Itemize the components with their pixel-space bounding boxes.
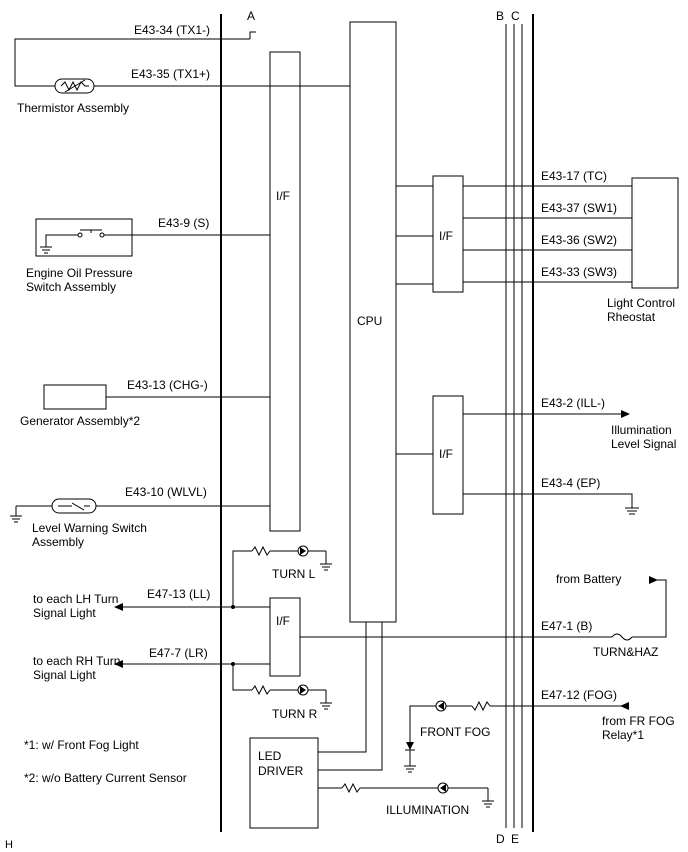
oil-pressure-label-2: Switch Assembly [26,280,116,294]
fog-relay-label-2: Relay*1 [602,728,644,742]
illum-signal-label-2: Level Signal [611,437,676,451]
pin-tx1-minus: E43-34 (TX1-) [134,23,210,37]
bus-label-a: A [247,9,255,23]
illum-signal-label-1: Illumination [611,423,672,437]
pin-ep: E43-4 (EP) [541,476,600,490]
rheostat-lines [463,185,632,283]
if-main-block [269,51,301,532]
oil-pressure-switch-icon [35,218,133,257]
from-battery-label: from Battery [556,572,621,586]
rh-turn-label-2: Signal Light [33,668,96,682]
cpu-rheostat-links [396,185,433,285]
rh-turn-label-1: to each RH Turn [33,654,120,668]
turn-signal-lines [114,603,270,668]
cpu-label: CPU [357,314,382,328]
generator-label: Generator Assembly*2 [20,414,140,428]
led-driver-label-1: LED [258,749,282,763]
pin-sw1: E43-37 (SW1) [541,201,617,215]
note-2: *2: w/o Battery Current Sensor [24,771,187,785]
pin-ill: E43-2 (ILL-) [541,396,605,410]
pin-tc: E43-17 (TC) [541,169,607,183]
level-warning-switch-icon [10,498,97,523]
if-turn-block [269,597,301,677]
rheostat-label-2: Rheostat [607,310,656,324]
pin-wlvl: E43-10 (WLVL) [125,485,207,499]
if-illum-label: I/F [439,447,453,461]
if-rheostat-label: I/F [439,229,453,243]
cpu-led-links [318,622,383,771]
thermistor-label: Thermistor Assembly [17,101,129,115]
corner-mark: H [5,839,13,851]
pin-sw3: E43-33 (SW3) [541,265,617,279]
fog-relay-label-1: from FR FOG [602,714,675,728]
pin-sw2: E43-36 (SW2) [541,233,617,247]
generator-icon [43,384,107,410]
rheostat-block [631,177,679,289]
lh-turn-label-2: Signal Light [33,606,96,620]
pin-b: E47-1 (B) [541,619,592,633]
illum-links [396,410,639,515]
if-turn-label: I/F [276,614,290,628]
level-warning-label-1: Level Warning Switch [32,521,147,535]
if-rheostat-block [432,175,464,293]
turn-l-circuit [232,545,332,607]
illumination-label: ILLUMINATION [386,803,469,817]
bus-label-b: B [496,9,504,23]
rheostat-label-1: Light Control [607,296,675,310]
illumination-circuit [318,782,494,808]
pin-s: E43-9 (S) [158,216,209,230]
fuse-label: TURN&HAZ [593,645,658,659]
front-fog-label: FRONT FOG [420,725,490,739]
pin-tx1-plus: E43-35 (TX1+) [131,67,210,81]
pin-lr: E47-7 (LR) [149,646,208,660]
lh-turn-label-1: to each LH Turn [33,592,118,606]
if-main-label: I/F [276,189,290,203]
led-driver-label-2: DRIVER [258,764,304,778]
pin-ll: E47-13 (LL) [147,587,210,601]
note-1: *1: w/ Front Fog Light [24,738,139,752]
bus-label-d: D [496,832,505,846]
battery-circuit [300,576,667,641]
oil-pressure-label-1: Engine Oil Pressure [26,266,133,280]
cpu-block [349,21,397,623]
led-driver-block [249,737,319,829]
pin-fog: E47-12 (FOG) [541,688,617,702]
pin-chg: E43-13 (CHG-) [127,378,208,392]
turn-r-label: TURN R [272,707,318,721]
bus-label-e: E [511,832,519,846]
if-illum-block [432,395,464,515]
thermistor-icon [54,78,95,94]
front-fog-circuit [404,700,629,773]
bus-label-c: C [511,9,520,23]
turn-r-circuit [232,664,332,710]
turn-l-label: TURN L [272,567,316,581]
level-warning-label-2: Assembly [32,535,84,549]
